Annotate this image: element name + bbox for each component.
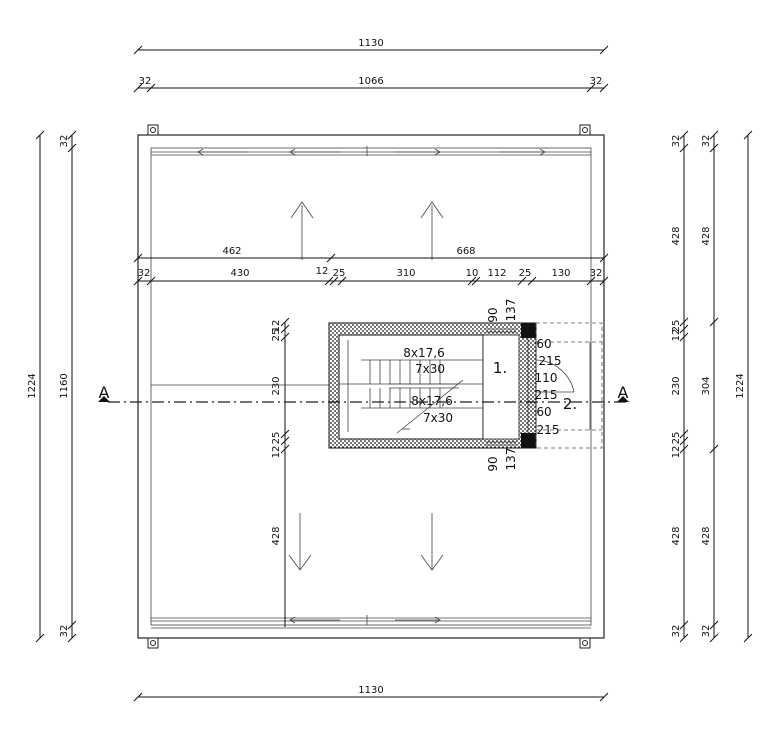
bottom-dimension-overall: 1130 [133,685,609,702]
dim-right2-428-bottom: 428 [701,526,712,545]
dim-row-25: 25 [333,268,346,279]
landing-bottom-137: 137 [504,448,518,471]
dim-right-1224: 1224 [735,373,746,398]
dim-row-130: 130 [551,268,570,279]
dim-row-10: 10 [466,268,479,279]
left-dimension-outer: 1224 [27,130,45,643]
inner-dimension-row: 32 430 12 25 310 10 112 25 130 32 [133,266,609,286]
dim-left-32-top: 32 [59,135,70,148]
dim-row-310: 310 [396,268,415,279]
dim-inner-25: 25 [271,329,282,342]
dim-row-12: 12 [316,266,329,277]
left-dimension-inner: 1160 32 32 [59,130,77,643]
inner-vertical-dimension: 12 25 230 25 12 428 [271,317,290,627]
slope-arrow-up-left [290,201,314,260]
dim-right2-32-bottom: 32 [701,625,712,638]
dim-668: 668 [456,246,475,257]
stair-lower-tread: 7x30 [423,411,453,425]
landing-bottom-90: 90 [486,456,500,471]
dim-row-430: 430 [230,268,249,279]
dim-left-1224: 1224 [27,373,38,398]
door-215-top: 215 [539,354,562,368]
stair-upper-spec: 8x17,6 [403,346,444,360]
top-sliding-panels [151,146,591,156]
dim-right2-304: 304 [701,376,712,395]
dim-inner-428: 428 [271,526,282,545]
slope-arrow-down-right [420,513,444,571]
dim-right-12b: 12 [671,446,682,459]
door-110: 110 [535,371,558,385]
dim-right-25b: 25 [671,432,682,445]
dim-top-middle: 1066 [358,76,383,87]
dim-right2-428-top: 428 [701,226,712,245]
bottom-sliding-panels [151,615,591,629]
section-label-right: A [618,383,629,402]
dim-right-428-top: 428 [671,226,682,245]
inner-dimension-462-668: 462 668 [133,246,609,263]
top-dimension-split: 32 1066 32 [133,76,609,93]
dim-right-25: 25 [671,320,682,333]
dim-left-32-bottom: 32 [59,625,70,638]
right-dimension-column-2: 32 428 304 428 32 [701,130,719,643]
room-2-outline: 60 215 110 215 60 215 2. [527,322,603,449]
dim-inner-12: 12 [271,320,282,333]
dim-top-left-edge: 32 [139,76,152,87]
dim-inner-230: 230 [271,376,282,395]
dim-right-428-bottom: 428 [671,526,682,545]
section-label-left: A [99,383,110,402]
dim-right-230: 230 [671,376,682,395]
stair-core: 8x17,6 7x30 8x17,6 7x30 1. [328,322,537,449]
dim-row-25b: 25 [519,268,532,279]
slope-arrow-up-right [420,201,444,260]
slope-arrow-down-left [288,513,312,571]
stair-upper-tread: 7x30 [415,362,445,376]
landing-top-90: 90 [486,307,500,322]
dim-right-32-bottom: 32 [671,625,682,638]
landing-top-137: 137 [504,299,518,322]
door-60-bottom: 60 [536,405,551,419]
stair-lower-spec: 8x17,6 [411,394,452,408]
dim-right-32-top: 32 [671,135,682,148]
right-dimension-column-1: 32 428 25 12 230 25 12 428 32 [671,130,689,643]
room-number-2: 2. [563,395,577,413]
dim-top-right-edge: 32 [590,76,603,87]
dim-row-32-left: 32 [138,268,151,279]
dim-row-32-right: 32 [590,268,603,279]
right-dimension-outer: 1224 [735,130,753,643]
dim-row-112: 112 [487,268,506,279]
dim-right2-32-top: 32 [701,135,712,148]
door-215-mid: 215 [535,388,558,402]
room-number-1: 1. [493,359,507,377]
door-215-bottom: 215 [537,423,560,437]
dim-left-1160: 1160 [59,373,70,398]
dim-top-overall: 1130 [358,38,383,49]
section-line-a-a: A A [98,383,629,403]
dim-inner-25b: 25 [271,432,282,445]
door-60-top: 60 [536,337,551,351]
landing-dimensions: 90 137 90 137 [486,299,518,472]
dim-462: 462 [222,246,241,257]
top-dimension-overall: 1130 [133,38,609,55]
dim-bottom-overall: 1130 [358,685,383,696]
dim-inner-12b: 12 [271,446,282,459]
dim-right-12: 12 [671,329,682,342]
building-outline [137,124,605,649]
